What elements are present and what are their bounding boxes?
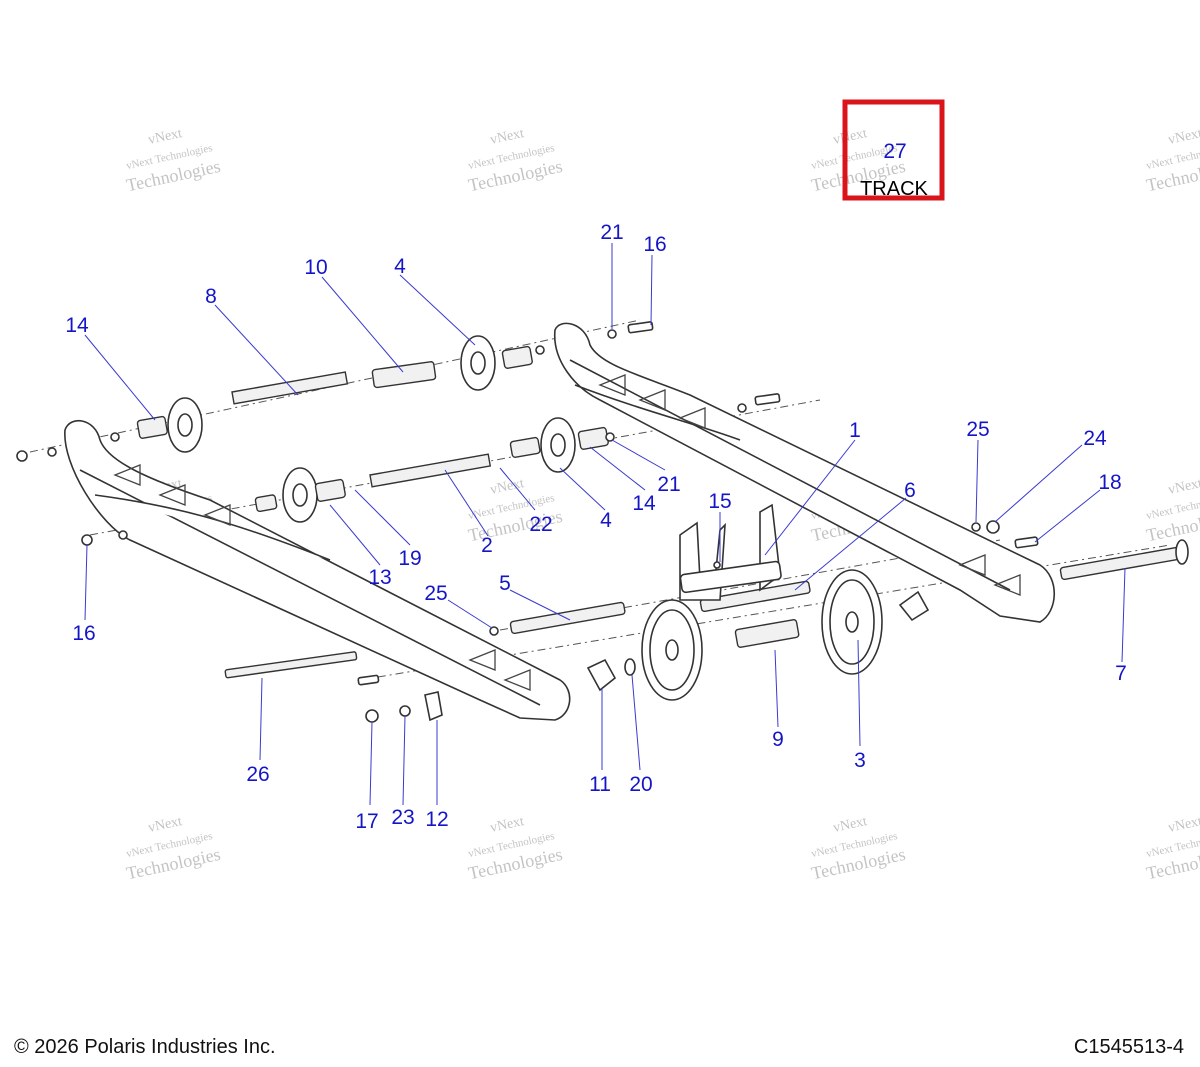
callout-17[interactable]: 17: [355, 810, 378, 833]
callout-3[interactable]: 3: [854, 749, 866, 772]
track-highlight[interactable]: 27 TRACK: [842, 99, 945, 201]
callout-9[interactable]: 9: [772, 728, 784, 751]
callout-18[interactable]: 18: [1098, 471, 1121, 494]
callout-8[interactable]: 8: [205, 285, 217, 308]
watermark-text: vNext: [147, 814, 184, 836]
callout-14[interactable]: 14: [65, 314, 89, 337]
upper-shaft-assembly: [136, 335, 533, 453]
watermark-text: vNext: [1167, 814, 1200, 836]
callout-19[interactable]: 19: [398, 547, 421, 570]
watermark-text: vNext: [1167, 476, 1200, 498]
callout-21[interactable]: 21: [600, 221, 623, 244]
track-label: TRACK: [860, 178, 928, 200]
callout-24[interactable]: 24: [1083, 427, 1107, 450]
callout-25[interactable]: 25: [966, 418, 989, 441]
copyright-notice: © 2026 Polaris Industries Inc.: [14, 1036, 276, 1058]
callout-16[interactable]: 16: [72, 622, 95, 645]
left-rail: [64, 419, 571, 721]
callout-25[interactable]: 25: [424, 582, 447, 605]
leader-lines: [84, 243, 1126, 806]
callout-12[interactable]: 12: [425, 808, 448, 831]
callout-5[interactable]: 5: [499, 572, 511, 595]
callout-7[interactable]: 7: [1115, 662, 1127, 685]
hardware: [16, 321, 1039, 723]
watermark-text: vNext: [489, 814, 526, 836]
watermark-text: vNext: [832, 814, 869, 836]
callout-20[interactable]: 20: [629, 773, 652, 796]
callout-13[interactable]: 13: [368, 566, 391, 589]
callout-11[interactable]: 11: [589, 773, 611, 796]
callout-4[interactable]: 4: [600, 509, 612, 532]
callout-23[interactable]: 23: [391, 806, 414, 829]
callout-16[interactable]: 16: [643, 233, 666, 256]
callout-6[interactable]: 6: [904, 479, 916, 502]
callout-15[interactable]: 15: [708, 490, 731, 513]
callout-14[interactable]: 14: [632, 492, 656, 515]
callout-2[interactable]: 2: [481, 534, 493, 557]
rear-idler-assembly: [224, 503, 1189, 701]
callout-27[interactable]: 27: [883, 140, 906, 163]
middle-shaft-assembly: [254, 417, 609, 523]
watermark-text: vNext: [489, 476, 526, 498]
callout-21[interactable]: 21: [657, 473, 680, 496]
callout-10[interactable]: 10: [304, 256, 327, 279]
callout-4[interactable]: 4: [394, 255, 406, 278]
watermark-text: vNext: [489, 126, 526, 148]
watermark-text: vNext: [1167, 126, 1200, 148]
figure-id: C1545513-4: [1073, 1036, 1184, 1058]
watermark-text: vNext: [832, 126, 869, 148]
callout-22[interactable]: 22: [529, 513, 552, 536]
callout-26[interactable]: 26: [246, 763, 269, 786]
watermark-text: vNext: [147, 126, 184, 148]
right-rail: [554, 322, 1055, 623]
callout-1[interactable]: 1: [849, 419, 861, 442]
